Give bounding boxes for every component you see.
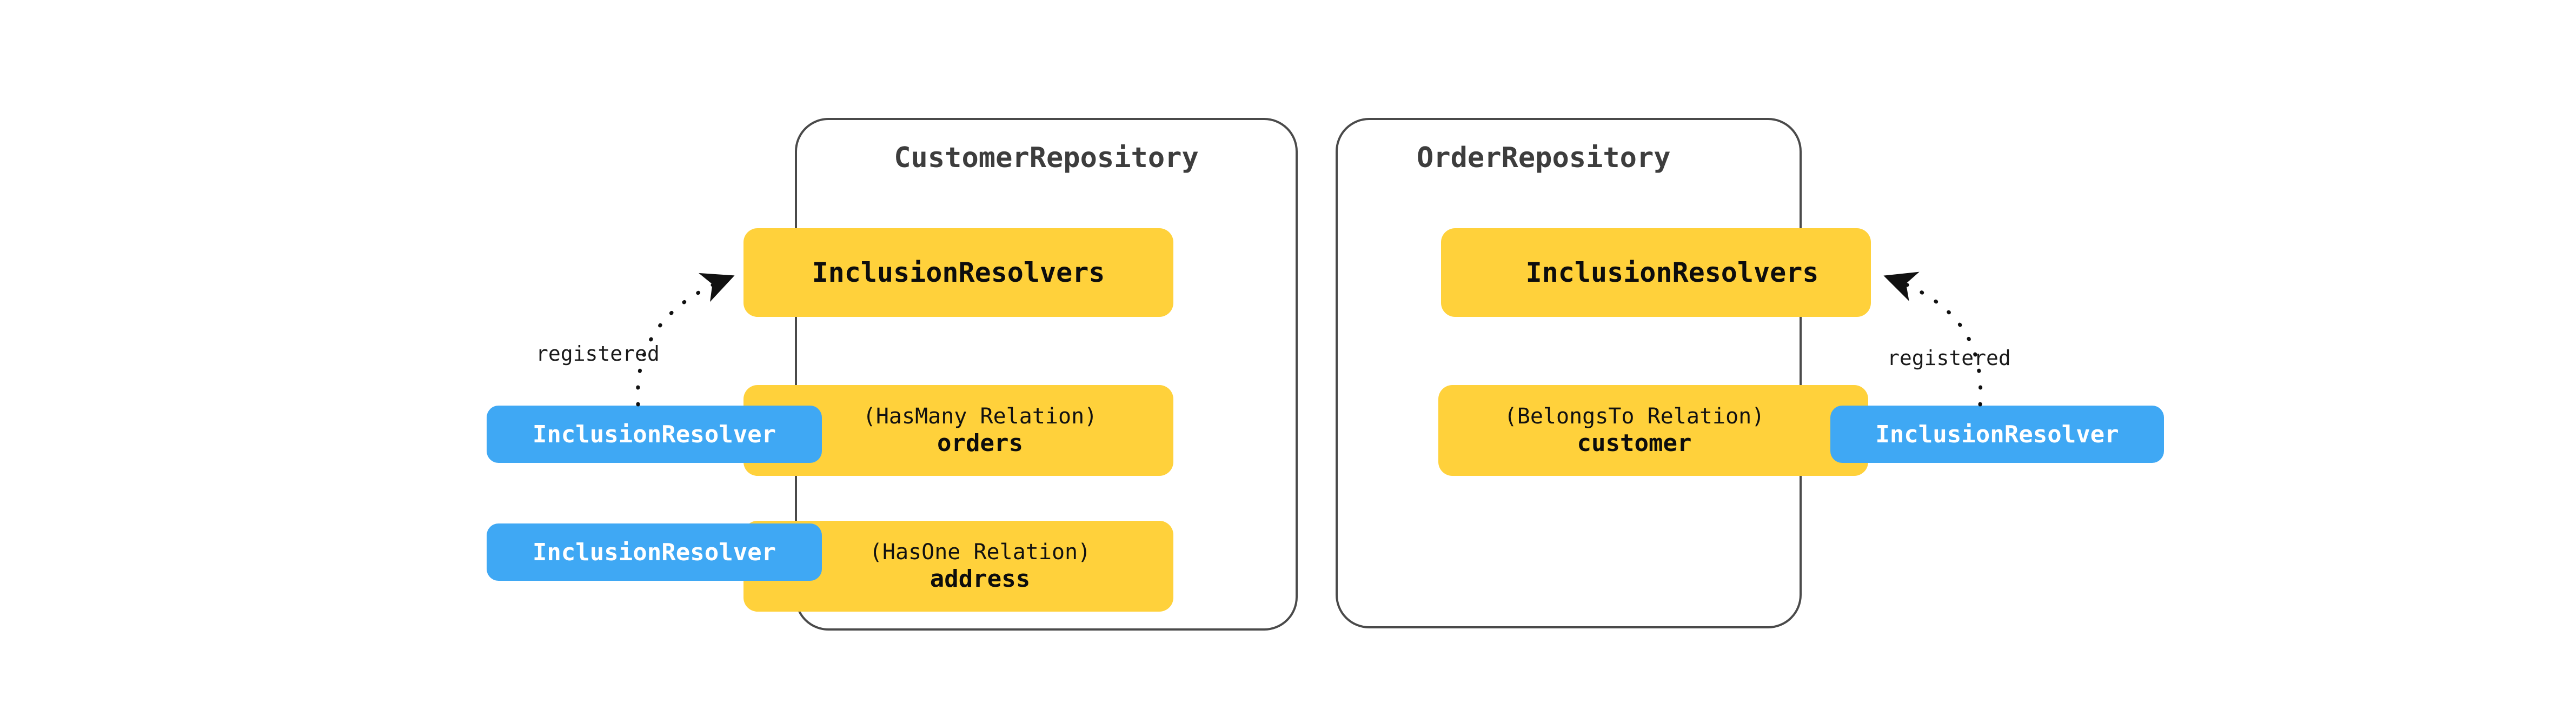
relation-kind-label-customer: (BelongsTo Relation) <box>1504 403 1765 429</box>
inclusion-resolver-chip-orders: InclusionResolver <box>487 406 822 463</box>
inclusion-resolver-chip-label: InclusionResolver <box>532 538 776 566</box>
inclusion-resolver-chip-customer: InclusionResolver <box>1830 406 2164 463</box>
relation-name-label-orders: orders <box>937 429 1023 457</box>
relation-kind-label-orders: (HasMany Relation) <box>862 403 1098 429</box>
edge-registered-customer <box>636 273 735 407</box>
inclusion-resolver-chip-label: InclusionResolver <box>1875 420 2119 448</box>
inclusion-resolver-chip-label: InclusionResolver <box>532 420 776 448</box>
inclusion-resolvers-card-label: InclusionResolvers <box>1525 256 1819 288</box>
relation-kind-label-address: (HasOne Relation) <box>869 539 1091 565</box>
relation-card-address: (HasOne Relation) address <box>743 521 1173 612</box>
edge-label-registered-order: registered <box>1887 346 2011 370</box>
relation-name-label-customer: customer <box>1577 429 1692 457</box>
repository-title-customer: CustomerRepository <box>894 142 1199 174</box>
repository-container-order <box>1336 118 1802 628</box>
repository-title-order: OrderRepository <box>1417 142 1671 174</box>
inclusion-resolvers-card-customer: InclusionResolvers <box>743 228 1173 317</box>
edge-registered-order <box>1883 271 1983 407</box>
inclusion-resolvers-card-label: InclusionResolvers <box>812 256 1105 288</box>
edge-label-registered-customer: registered <box>536 342 660 366</box>
relation-name-label-address: address <box>930 565 1031 593</box>
inclusion-resolver-chip-address: InclusionResolver <box>487 523 822 581</box>
relation-card-customer: (BelongsTo Relation) customer <box>1438 385 1868 476</box>
repository-container-customer <box>795 118 1298 631</box>
inclusion-resolvers-card-order: InclusionResolvers <box>1441 228 1871 317</box>
